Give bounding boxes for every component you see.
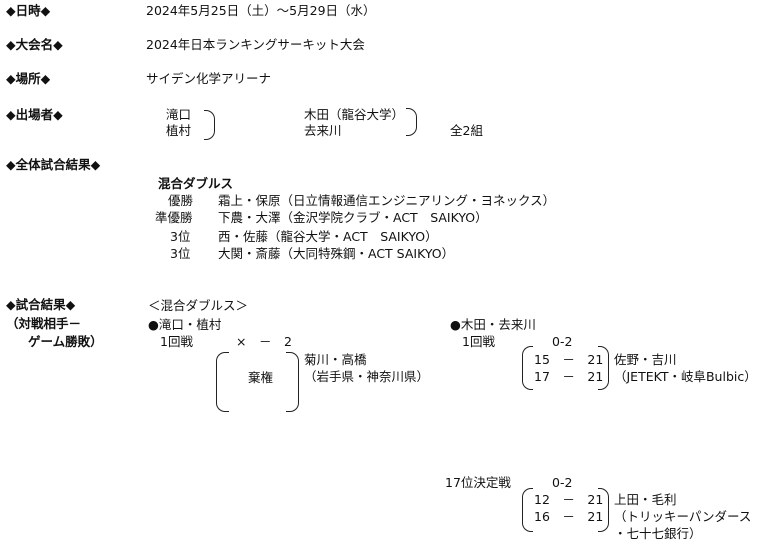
players-label: ◆出場者◆: [6, 107, 63, 122]
overall-rank: 優勝: [168, 193, 194, 208]
schedule-label: ◆日時◆: [6, 3, 51, 18]
pair-b-game2: 17 － 21: [534, 369, 604, 384]
pair-b-score: 0-2: [552, 334, 573, 349]
pair-b-opponent-affiliation: （JETEKT・岐阜Bulbic）: [614, 369, 757, 384]
players-total: 全2組: [450, 123, 483, 138]
playoff-left-bracket: [522, 488, 533, 532]
pair2-bracket: [406, 108, 417, 136]
venue-value: サイデン化学アリーナ: [146, 71, 272, 86]
overall-result: 大関・斎藤（大同特殊鋼・ACT SAIKYO）: [218, 246, 455, 261]
match-results-event: ＜混合ダブルス＞: [148, 298, 249, 313]
playoff-round: 17位決定戦: [445, 475, 511, 490]
pair-a-right-bracket: [286, 352, 299, 412]
schedule-value: 2024年5月25日（土）～5月29日（水）: [146, 3, 376, 18]
overall-event: 混合ダブルス: [158, 176, 234, 191]
player-pair2-b: 去来川: [304, 123, 342, 138]
overall-label: ◆全体試合結果◆: [6, 157, 101, 172]
match-results-label: ◆試合結果◆: [6, 297, 76, 312]
pair-b-name: ●木田・去来川: [450, 317, 536, 332]
pair-a-scores: 棄権: [248, 370, 274, 385]
pair-a-opponent: 菊川・高橋: [304, 352, 367, 367]
match-results-sublabel: （対戦相手－: [6, 316, 82, 331]
pair-a-opponent-affiliation: （岩手県・神奈川県）: [304, 369, 430, 384]
pair-a-left-bracket: [216, 352, 229, 412]
overall-rank: 準優勝: [155, 210, 193, 225]
match-results-sublabel: ゲーム勝敗）: [28, 334, 103, 349]
playoff-game2: 16 － 21: [534, 509, 604, 524]
playoff-right-bracket: [598, 488, 609, 532]
pair-a-name: ●滝口・植村: [148, 317, 222, 332]
pair-b-round: 1回戦: [462, 334, 495, 349]
overall-result: 下農・大澤（金沢学院クラブ・ACT SAIKYO）: [218, 210, 488, 225]
overall-result: 霜上・保原（日立情報通信エンジニアリング・ヨネックス）: [218, 193, 556, 208]
playoff-opponent-affiliation: （トリッキーパンダース: [614, 509, 752, 524]
playoff-opponent-affiliation-2: ・七十七銀行）: [614, 526, 702, 541]
tournament-value: 2024年日本ランキングサーキット大会: [146, 37, 365, 52]
player-pair1-a: 滝口: [166, 107, 192, 122]
playoff-opponent: 上田・毛利: [614, 492, 677, 507]
pair-b-right-bracket: [598, 346, 609, 390]
venue-label: ◆場所◆: [6, 71, 51, 86]
pair-b-left-bracket: [522, 346, 533, 390]
overall-rank: 3位: [170, 229, 191, 244]
playoff-game1: 12 － 21: [534, 492, 604, 507]
tournament-label: ◆大会名◆: [6, 37, 63, 52]
pair-b-opponent: 佐野・吉川: [614, 352, 677, 367]
pair-b-game1: 15 － 21: [534, 352, 604, 367]
player-pair2-a: 木田（龍谷大学）: [304, 107, 405, 122]
overall-result: 西・佐藤（龍谷大学・ACT SAIKYO）: [218, 229, 438, 244]
overall-rank: 3位: [170, 246, 191, 261]
pair1-bracket: [204, 110, 215, 140]
playoff-score: 0-2: [552, 475, 573, 490]
player-pair1-b: 植村: [166, 123, 192, 138]
pair-a-round: 1回戦: [160, 334, 193, 349]
pair-a-score: × － 2: [236, 334, 292, 349]
